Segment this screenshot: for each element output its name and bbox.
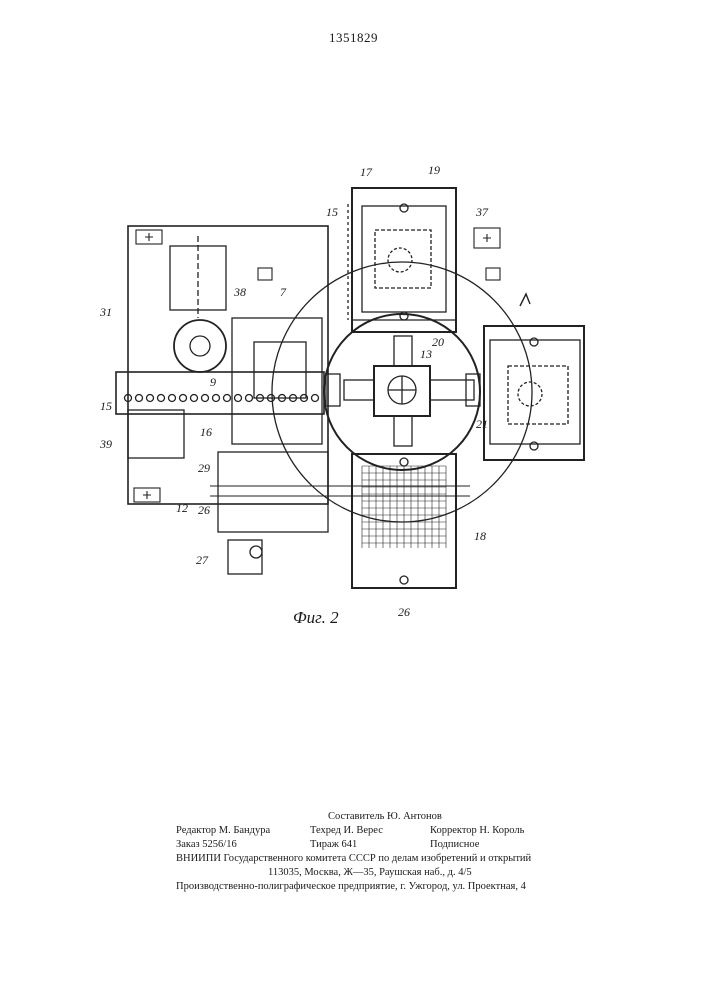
- institute-line: ВНИИПИ Государственного комитета СССР по…: [176, 852, 531, 866]
- svg-text:17: 17: [360, 165, 373, 179]
- techred-line: Техред И. Верес: [310, 824, 383, 838]
- chain-links: [125, 395, 319, 402]
- svg-text:12: 12: [176, 501, 188, 515]
- top-module: [352, 188, 456, 332]
- address-line: 113035, Москва, Ж—35, Раушская наб., д. …: [268, 866, 472, 880]
- order-line: Заказ 5256/16: [176, 838, 237, 852]
- shaft-left: [344, 380, 374, 400]
- drum-31: [174, 320, 226, 372]
- svg-text:37: 37: [475, 205, 489, 219]
- svg-text:16: 16: [200, 425, 212, 439]
- subscription-line: Подписное: [430, 838, 479, 852]
- svg-text:26: 26: [198, 503, 210, 517]
- shaft-bottom: [394, 416, 412, 446]
- svg-text:18: 18: [474, 529, 486, 543]
- printer-line: Производственно-полиграфическое предприя…: [176, 880, 526, 894]
- editor-line: Редактор М. Бандура: [176, 824, 270, 838]
- svg-text:15: 15: [326, 205, 338, 219]
- svg-text:13: 13: [420, 347, 432, 361]
- compiler-line: Составитель Ю. Антонов: [328, 810, 442, 824]
- svg-text:7: 7: [280, 285, 287, 299]
- svg-text:39: 39: [99, 437, 112, 451]
- figure-caption: Фиг. 2: [293, 608, 339, 628]
- corrector-line: Корректор Н. Король: [430, 824, 524, 838]
- svg-text:19: 19: [428, 163, 440, 177]
- left-frame: [128, 226, 328, 504]
- grid-pattern: [362, 466, 446, 548]
- svg-text:27: 27: [196, 553, 209, 567]
- shaft-right: [430, 380, 474, 400]
- svg-text:15: 15: [100, 399, 112, 413]
- svg-text:9: 9: [210, 375, 216, 389]
- svg-text:20: 20: [432, 335, 444, 349]
- svg-text:21: 21: [476, 417, 488, 431]
- circulation-line: Тираж 641: [310, 838, 357, 852]
- svg-text:38: 38: [233, 285, 246, 299]
- svg-text:26: 26: [398, 605, 410, 619]
- svg-text:31: 31: [99, 305, 112, 319]
- shaft-top: [394, 336, 412, 366]
- rotation-arrow: [520, 294, 530, 306]
- svg-text:29: 29: [198, 461, 210, 475]
